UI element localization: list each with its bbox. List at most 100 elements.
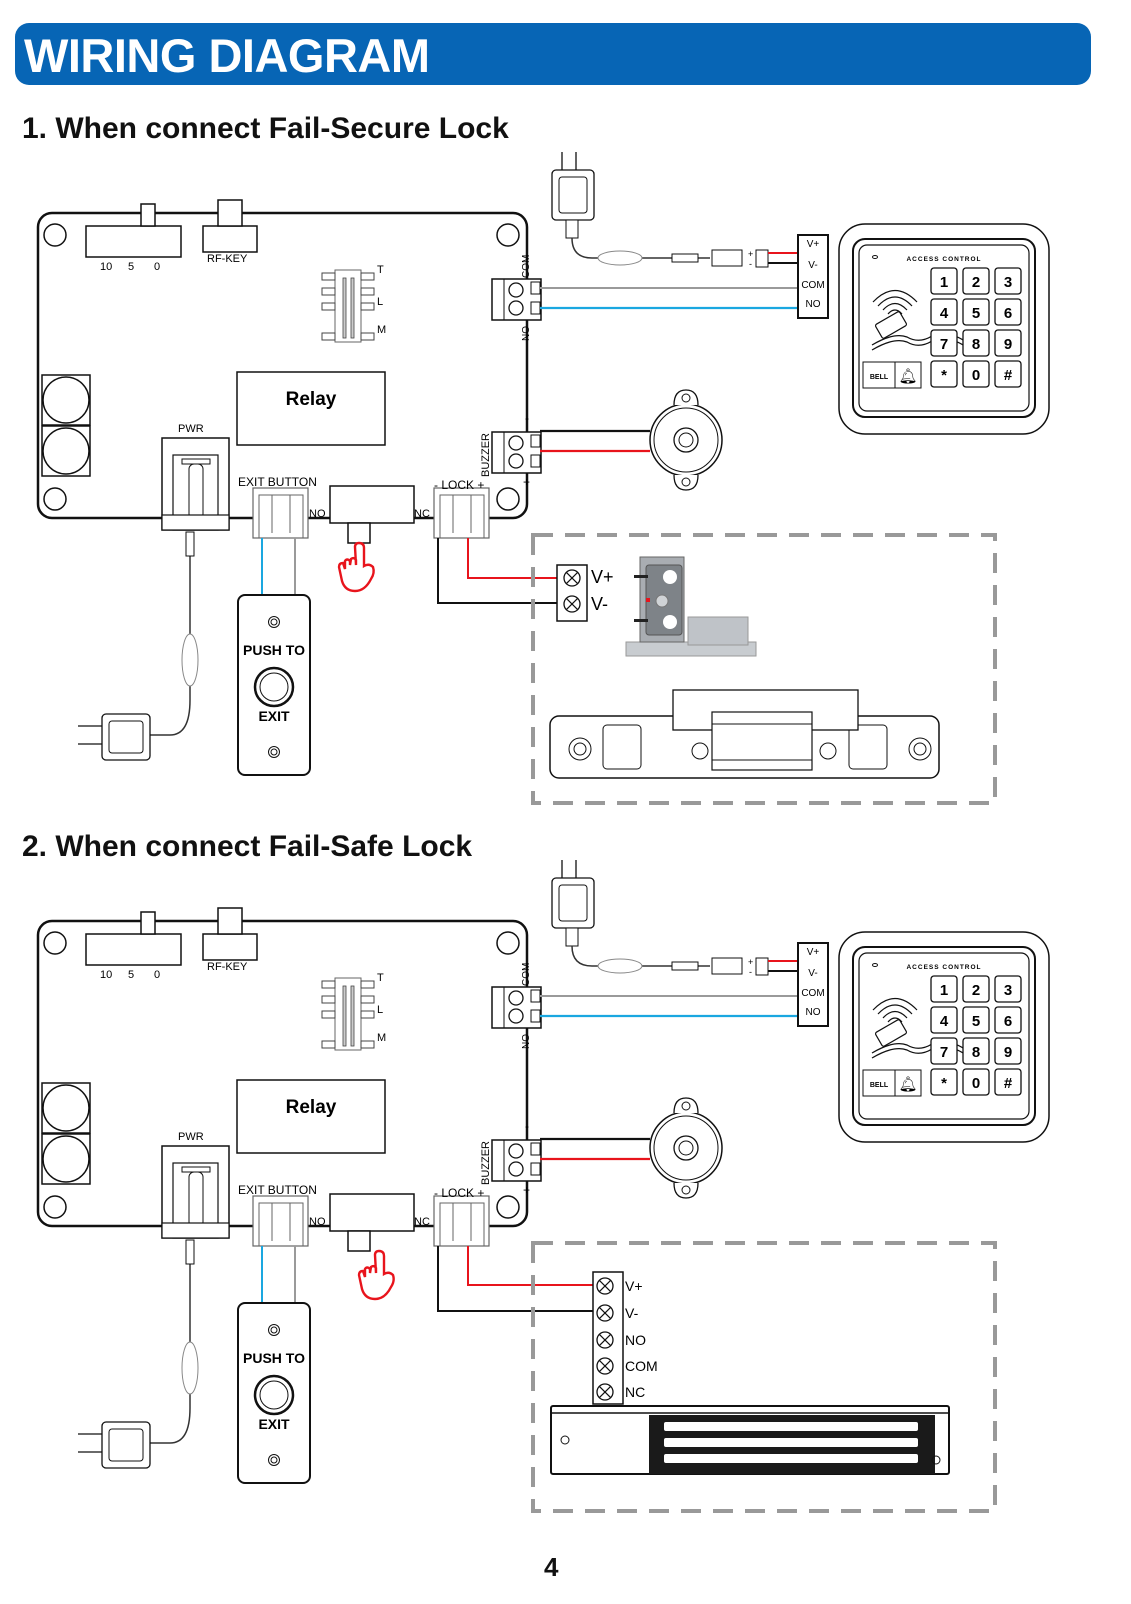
terminal-screw-icon [596, 1357, 614, 1375]
keypad-brand: ACCESS CONTROL [906, 964, 981, 971]
keypad-key [994, 1037, 1022, 1065]
keypad-key [962, 267, 990, 295]
dc-terminal [755, 249, 769, 268]
delay-label-10: 10 [100, 969, 112, 981]
keypad-key-label: 3 [1004, 982, 1012, 999]
reader-terminal-no: NO [806, 299, 821, 310]
buzzer-minus: - [525, 411, 529, 425]
keypad-key-label: 4 [940, 1013, 949, 1030]
keypad-key [962, 1068, 990, 1096]
pwr-plug [185, 1239, 195, 1265]
delay-label-5: 5 [128, 969, 134, 981]
keypad-key [930, 267, 958, 295]
reader-terminal-v-plus: V+ [807, 947, 820, 958]
exit-button-panel: PUSH TO EXIT [236, 593, 312, 777]
keypad-key [930, 329, 958, 357]
mode-label-l: L [377, 1004, 383, 1016]
section-fail-safe: 10 5 0 RF-KEY T L M Relay PWR EXIT BUTTO… [36, 860, 1050, 1513]
reader-terminal-v-minus: V- [808, 260, 817, 271]
hand-pointer-icon [337, 541, 375, 593]
coiled-cable-icon [597, 250, 643, 266]
dc-plug [671, 253, 699, 263]
buzzer-plus: + [523, 1183, 530, 1197]
buzzer-label: BUZZER [480, 433, 492, 477]
wire-lock-minus [437, 538, 562, 604]
keypad-key [930, 975, 958, 1003]
maglock-terminal-nc: NC [625, 1384, 645, 1400]
keypad-key-label: 7 [940, 1044, 948, 1061]
keypad-key-label: 0 [972, 1075, 980, 1092]
exit-button-panel: PUSH TO EXIT [236, 1301, 312, 1485]
terminal-screw-icon [563, 569, 581, 587]
reader-terminal-no: NO [806, 1007, 821, 1018]
keypad-key-label: 8 [972, 336, 980, 353]
keypad-key-label: 7 [940, 336, 948, 353]
dc-plug [671, 961, 699, 971]
wire-lock-minus [437, 1246, 596, 1312]
com-label: COM [521, 255, 532, 278]
rf-key-label: RF-KEY [207, 253, 248, 265]
keypad-key [962, 1037, 990, 1065]
relay-label: Relay [286, 389, 337, 410]
power-adapter-icon [551, 860, 595, 947]
no-label: NO [309, 1216, 326, 1228]
power-adapter-icon [551, 152, 595, 239]
header-bar [15, 23, 1091, 85]
terminal-screw-icon [596, 1383, 614, 1401]
pwr-adapter-icon [78, 713, 151, 761]
keypad-key-label: 3 [1004, 274, 1012, 291]
relay-label: Relay [286, 1097, 337, 1118]
lock-terminal-v-plus: V+ [591, 567, 614, 587]
mode-label-m: M [377, 1032, 386, 1044]
pwr-label: PWR [178, 1131, 204, 1143]
exit-button-line2: EXIT [258, 708, 290, 724]
keypad-key-label: 4 [940, 305, 949, 322]
exit-button-line1: PUSH TO [243, 642, 305, 658]
keypad-key-label: 8 [972, 1044, 980, 1061]
no-terminal-label: NO [521, 1034, 532, 1049]
delay-label-10: 10 [100, 261, 112, 273]
reader-terminal-block [797, 942, 829, 1027]
terminal-screw-icon [596, 1304, 614, 1322]
no-label: NO [309, 508, 326, 520]
keypad-key [994, 298, 1022, 326]
reader-terminal-v-plus: V+ [807, 239, 820, 250]
reader-terminal-block [797, 234, 829, 319]
mode-label-t: T [377, 264, 384, 276]
maglock-terminal-v-minus: V- [625, 1305, 639, 1321]
section-title-fail-secure: 1. When connect Fail-Secure Lock [22, 112, 509, 145]
keypad-key [930, 1068, 958, 1096]
bell-icon: 🔔︎ [898, 368, 917, 385]
coiled-cable-icon [597, 958, 643, 974]
coiled-cable-icon [181, 1341, 199, 1395]
keypad-key-label: 2 [972, 274, 980, 291]
keypad-key-label: 1 [940, 274, 948, 291]
rf-key-label: RF-KEY [207, 961, 248, 973]
buzzer-icon [649, 1097, 723, 1199]
terminal-screw-icon [596, 1331, 614, 1349]
delay-label-0: 0 [154, 261, 160, 273]
delay-label-5: 5 [128, 261, 134, 273]
adapter-cable [571, 237, 710, 259]
buzzer-icon [649, 389, 723, 491]
keypad-key-label: # [1004, 367, 1013, 384]
keypad-key [962, 360, 990, 388]
section-fail-secure: 10 5 0 RF-KEY T L M Relay PWR EXIT BUTTO… [36, 152, 1050, 805]
keypad-key [962, 329, 990, 357]
keypad-key-label: # [1004, 1075, 1013, 1092]
nc-label: NC [414, 1216, 430, 1228]
dc-socket [711, 249, 743, 267]
dc-plus: + [748, 957, 753, 967]
terminal-screw-icon [563, 595, 581, 613]
keypad-key-label: * [941, 367, 947, 384]
bell-icon: 🔔︎ [898, 1076, 917, 1093]
exit-button-line2: EXIT [258, 1416, 290, 1432]
keypad-key [994, 329, 1022, 357]
pwr-plug [185, 531, 195, 557]
keypad-key-label: 1 [940, 982, 948, 999]
dc-minus: - [749, 259, 752, 269]
dc-plus: + [748, 249, 753, 259]
adapter-cable [571, 945, 710, 967]
